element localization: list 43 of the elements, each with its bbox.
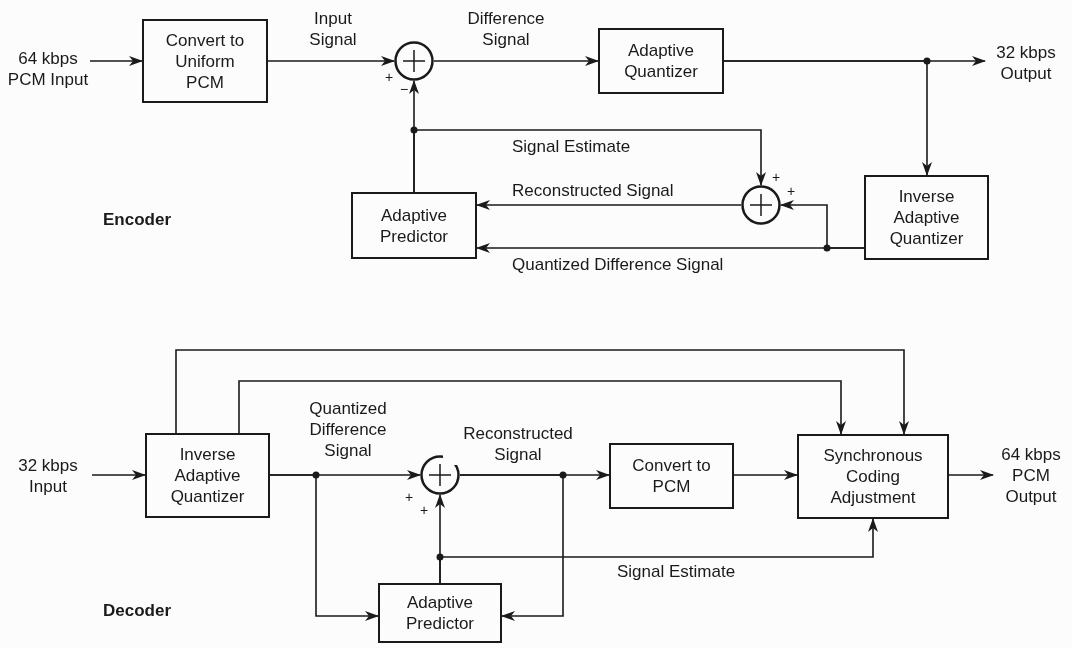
signal-label: 64 kbps PCM Input xyxy=(6,48,90,90)
signal-arrow xyxy=(238,380,846,435)
sign-label: + xyxy=(405,490,414,504)
summing-junction xyxy=(741,185,781,225)
signal-arrow xyxy=(439,518,878,584)
signal-label: 32 kbps Output xyxy=(995,42,1057,84)
box-label: Inverse Adaptive Quantizer xyxy=(169,444,246,507)
signal-arrow xyxy=(780,200,865,249)
signal-arrow xyxy=(433,56,599,66)
signal-arrow xyxy=(459,474,564,621)
box-label: Inverse Adaptive Quantizer xyxy=(888,186,965,249)
process-box xyxy=(797,434,949,519)
sign-label: + xyxy=(420,503,429,517)
signal-arrow xyxy=(267,56,395,66)
process-box xyxy=(609,443,734,509)
box-label: Adaptive Quantizer xyxy=(623,40,699,82)
signal-label: 32 kbps Input xyxy=(17,455,79,497)
sign-label: − xyxy=(400,82,409,96)
process-box xyxy=(864,175,989,260)
signal-arrow xyxy=(733,470,798,480)
box-label: Adaptive Predictor xyxy=(379,204,449,247)
box-label: Convert to Uniform PCM xyxy=(164,29,246,93)
process-box xyxy=(142,19,268,103)
process-box xyxy=(351,192,477,259)
box-label: Convert to PCM xyxy=(631,455,712,497)
signal-arrow xyxy=(723,60,932,176)
signal-arrow xyxy=(948,470,994,480)
box-label: Adaptive Predictor xyxy=(405,592,475,634)
signal-arrow xyxy=(175,349,909,435)
process-box xyxy=(145,433,270,518)
box-label: Synchronous Coding Adjustment xyxy=(822,445,924,508)
signal-label: 64 kbps PCM Output xyxy=(1000,443,1062,507)
summing-junction xyxy=(394,41,434,81)
signal-arrow xyxy=(413,129,766,193)
signal-arrow xyxy=(89,56,143,66)
signal-arrow xyxy=(269,474,379,621)
sign-label: + xyxy=(772,170,781,184)
process-box xyxy=(598,28,724,94)
signal-arrow xyxy=(476,200,742,210)
process-box xyxy=(378,583,502,643)
signal-arrow xyxy=(91,470,146,480)
sign-label: + xyxy=(385,70,394,84)
sign-label: + xyxy=(787,184,796,198)
